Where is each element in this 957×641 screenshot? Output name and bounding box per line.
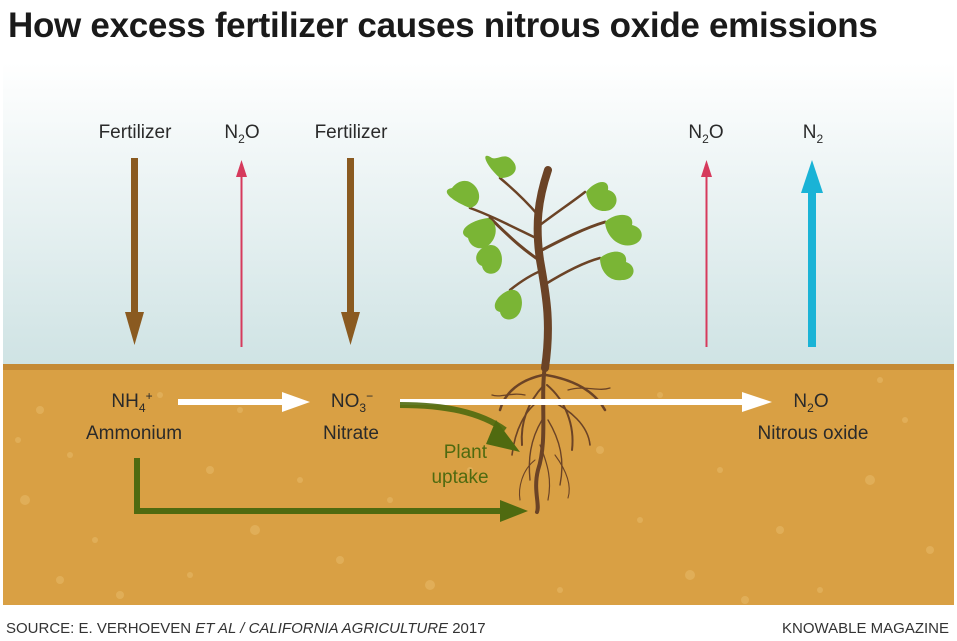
- n2o-label-2: N2O: [688, 122, 723, 146]
- n2o-arrow-1: [236, 160, 247, 347]
- nitrate-label: Nitrate: [323, 423, 379, 444]
- soil-texture: [15, 377, 934, 604]
- ammonium-uptake-arrow: [134, 458, 528, 522]
- n2o-label-1: N2O: [224, 122, 259, 146]
- root-system: [491, 363, 611, 514]
- nitrous-oxide-label: Nitrous oxide: [758, 423, 869, 444]
- n2-arrow: [801, 160, 823, 347]
- publisher-credit: KNOWABLE MAGAZINE: [782, 620, 949, 637]
- plant-uptake-label: Plant uptake: [431, 442, 492, 488]
- soil-surface-line: [3, 364, 954, 370]
- n2o-arrow-2: [701, 160, 712, 347]
- source-credit: SOURCE: E. VERHOEVEN ET AL / CALIFORNIA …: [6, 620, 486, 637]
- n2-label: N2: [803, 122, 824, 146]
- ammonium-to-nitrate-arrow: [178, 392, 310, 412]
- fertilizer-label-1: Fertilizer: [99, 122, 173, 143]
- ammonium-formula: NH4+: [111, 389, 152, 415]
- nitrate-formula: NO3−: [331, 389, 373, 415]
- ammonium-label: Ammonium: [86, 423, 182, 444]
- nitrate-uptake-arrow: [399, 402, 520, 452]
- fertilizer-arrow-1: [125, 158, 144, 345]
- nitrate-to-nitrous-oxide-arrow: [400, 392, 772, 412]
- page-title: How excess fertilizer causes nitrous oxi…: [8, 6, 878, 45]
- stem: [468, 166, 607, 372]
- nitrous-oxide-formula: N2O: [793, 391, 828, 415]
- fertilizer-label-2: Fertilizer: [315, 122, 389, 143]
- plant-icon: [446, 155, 642, 514]
- leaves: [446, 155, 642, 320]
- sky-area: [3, 62, 954, 365]
- fertilizer-arrow-2: [341, 158, 360, 345]
